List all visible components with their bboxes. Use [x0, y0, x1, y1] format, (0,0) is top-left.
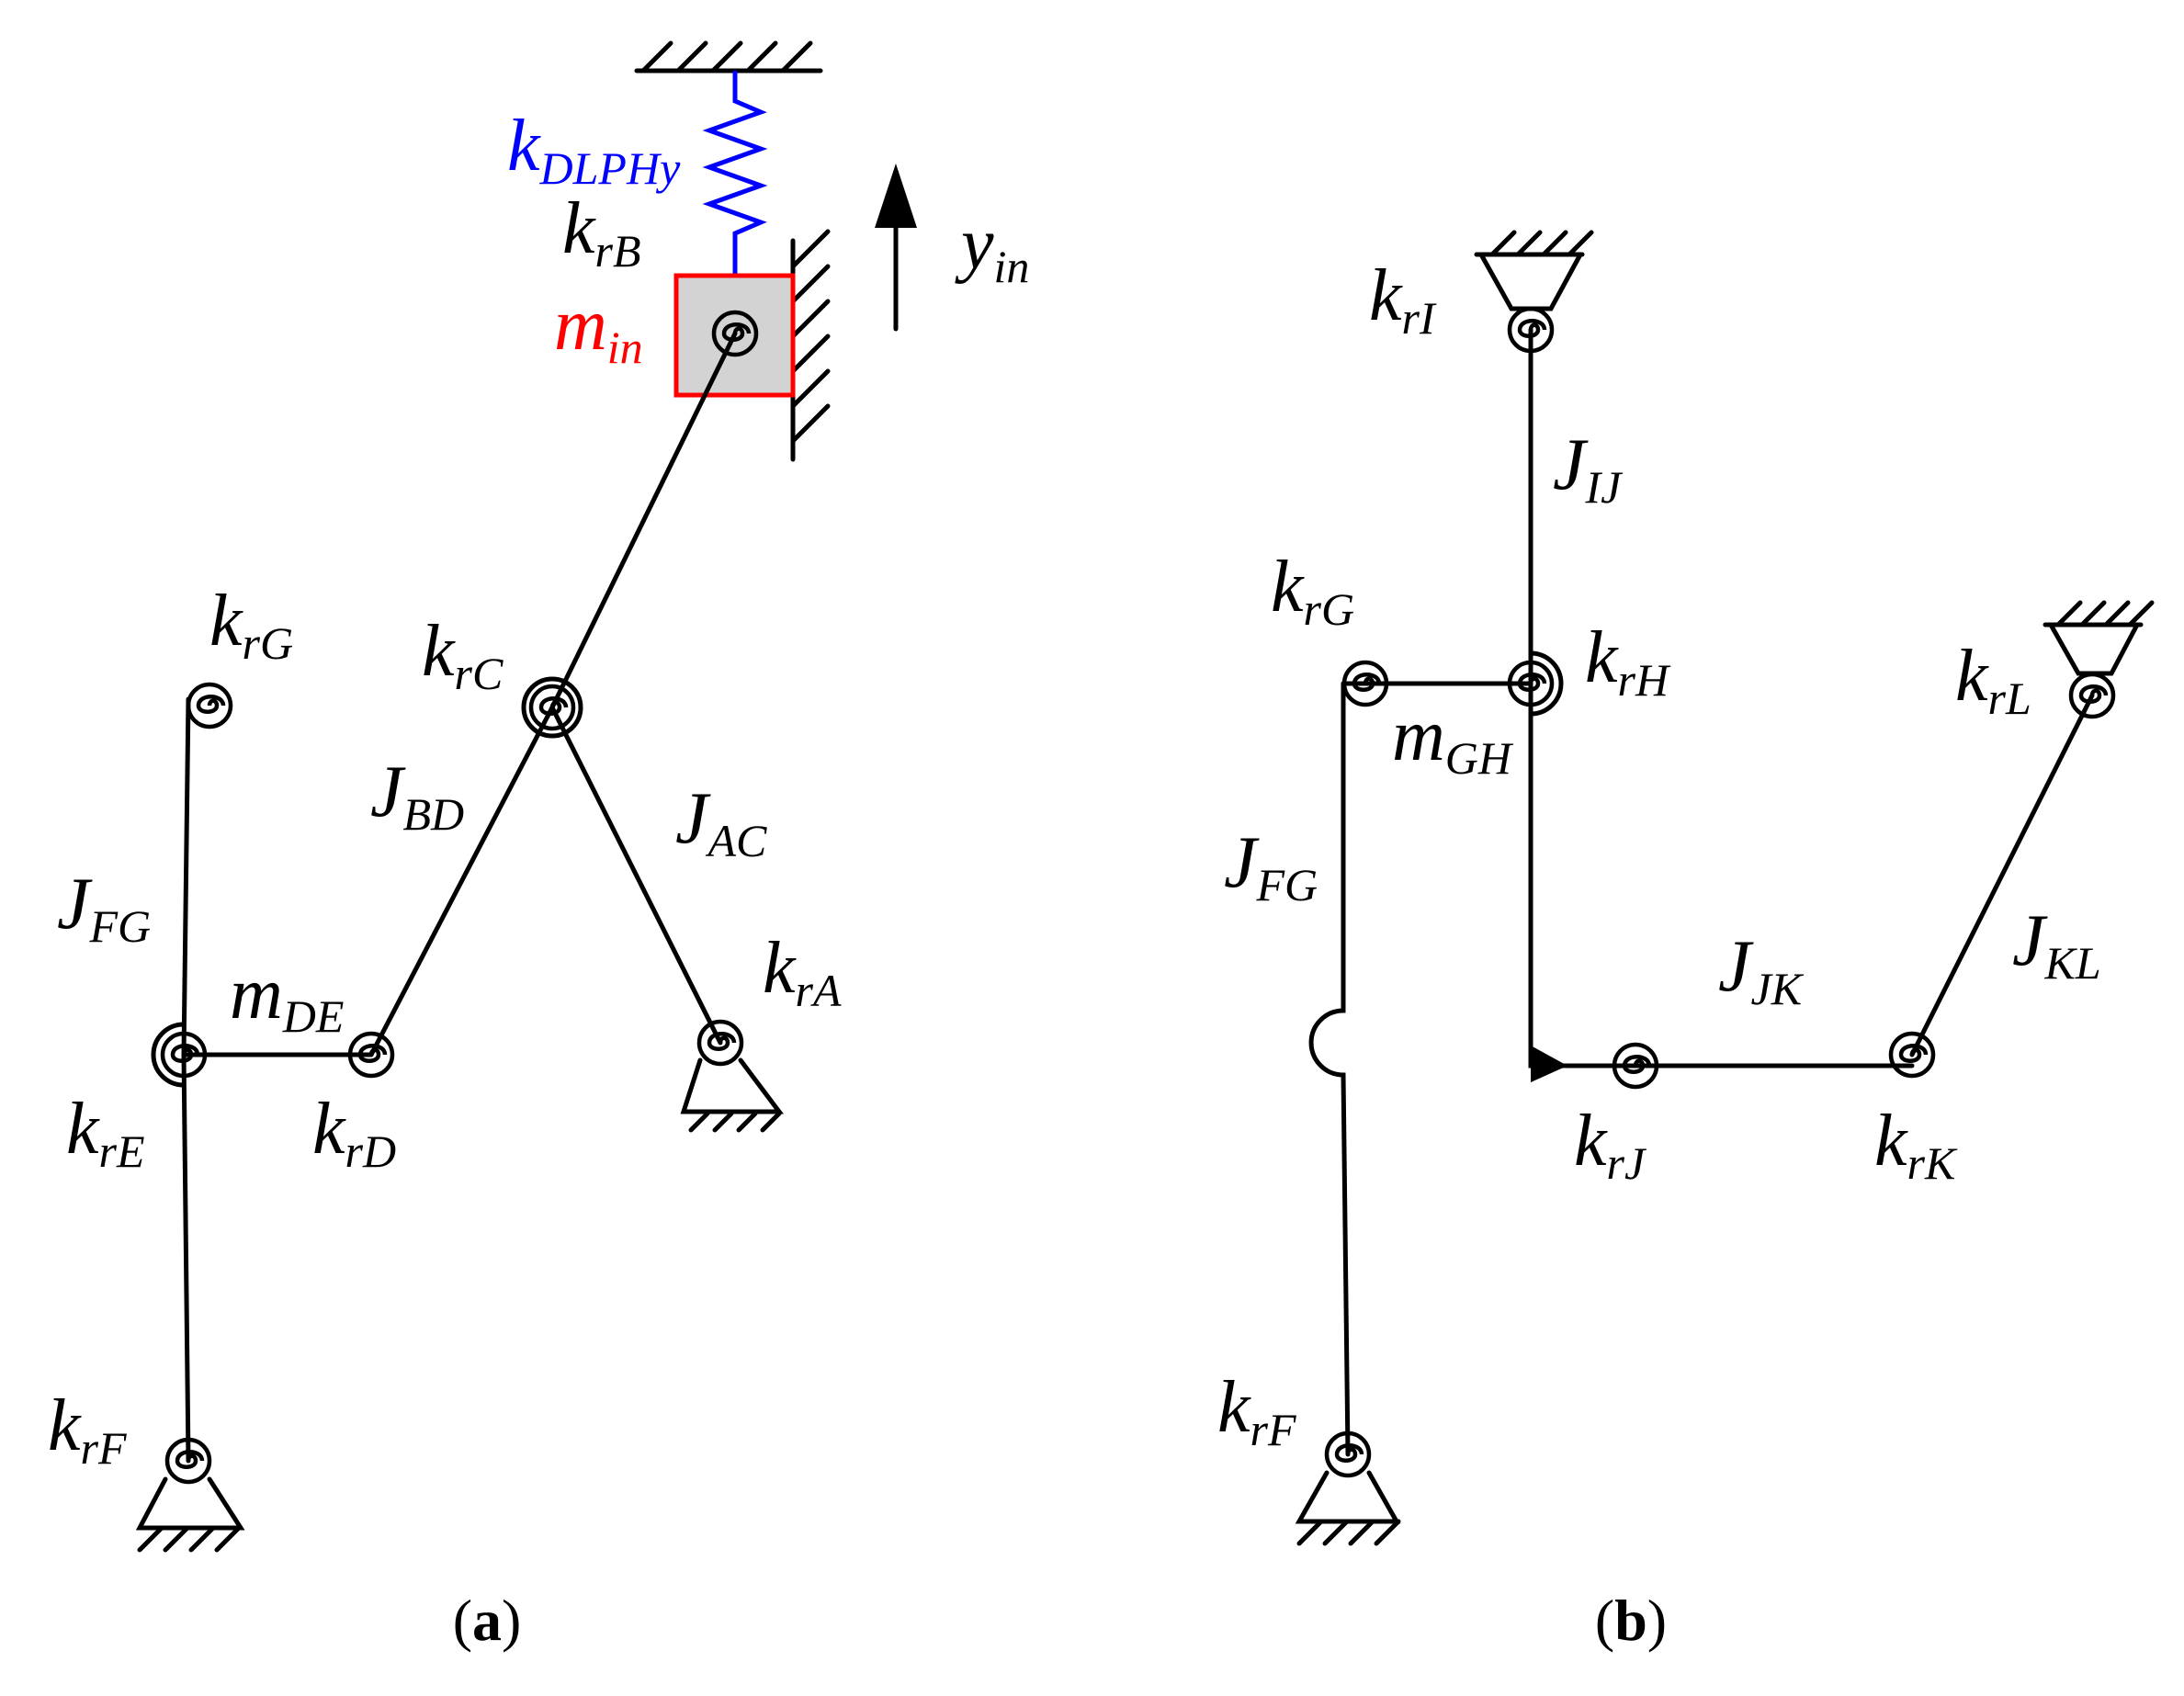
joint-h-spring-icon	[1510, 650, 1564, 717]
label-m-in: min	[554, 285, 643, 373]
ground-support-l-icon	[2043, 600, 2155, 676]
top-ground-support	[634, 40, 823, 73]
label-m-de: mDE	[230, 954, 344, 1042]
label-k-rl: krL	[1955, 636, 2031, 724]
label-k-re: krE	[66, 1089, 145, 1177]
joint-g-spring-icon	[188, 684, 231, 727]
link-hj	[1528, 681, 1638, 1068]
label-k-rk: krK	[1874, 1101, 1958, 1189]
link-ac	[549, 705, 723, 1046]
panel-a: kDLPHy krB min yin krC krG JBD JAC JFG m…	[48, 40, 1029, 1653]
link-bd	[368, 705, 555, 1057]
ground-support-i-icon	[1474, 230, 1594, 311]
label-k-rg-b: krG	[1271, 547, 1354, 635]
ground-support-f-b-icon	[1295, 1470, 1401, 1546]
caption-b: (b)	[1595, 1588, 1667, 1653]
label-j-bd: JBD	[370, 752, 464, 840]
label-j-ac: JAC	[675, 778, 767, 866]
label-k-dlphy: kDLPHy	[507, 106, 681, 194]
joint-a-spring-icon	[699, 1022, 741, 1064]
joint-k-spring-icon	[1891, 1034, 1933, 1076]
label-k-rd: krD	[312, 1089, 396, 1177]
joint-l-spring-icon	[2071, 674, 2113, 717]
label-j-fg: JFG	[57, 864, 151, 952]
joint-e-spring-icon	[151, 1022, 205, 1088]
link-bc	[549, 331, 738, 710]
label-k-rj: krJ	[1574, 1101, 1647, 1189]
label-j-ij: JIJ	[1553, 424, 1624, 513]
label-k-rf: krF	[48, 1385, 127, 1474]
label-j-jk: JJK	[1718, 926, 1805, 1014]
slider-wall	[790, 229, 831, 462]
label-m-gh: mGH	[1392, 695, 1514, 784]
ground-support-f-icon	[135, 1476, 245, 1553]
input-displacement-arrow	[875, 164, 917, 332]
label-k-rc: krC	[422, 611, 504, 699]
spring-dlphy	[702, 71, 768, 276]
fixed-joint-icon	[1531, 1046, 1567, 1082]
link-kl	[1909, 693, 2095, 1057]
label-k-rb: krB	[562, 188, 641, 277]
link-fg	[1308, 681, 1351, 1457]
joint-c-spring-icon	[521, 676, 583, 739]
label-k-ri: krI	[1369, 255, 1437, 344]
label-k-rh: krH	[1585, 617, 1671, 706]
link-ef	[181, 1052, 191, 1464]
caption-a: (a)	[453, 1588, 522, 1653]
label-y-in: yin	[955, 204, 1029, 292]
panel-b: krI JIJ krG krH krL mGH JFG JJK JKL krJ …	[1217, 230, 2155, 1653]
label-j-kl: JKL	[2012, 900, 2101, 989]
label-k-rg: krG	[209, 581, 293, 669]
label-k-rf-b: krF	[1217, 1367, 1296, 1455]
link-fg	[181, 696, 191, 1057]
ground-support-a-icon	[680, 1057, 784, 1133]
label-j-fg-b: JFG	[1224, 822, 1318, 910]
label-k-ra: krA	[763, 928, 842, 1016]
